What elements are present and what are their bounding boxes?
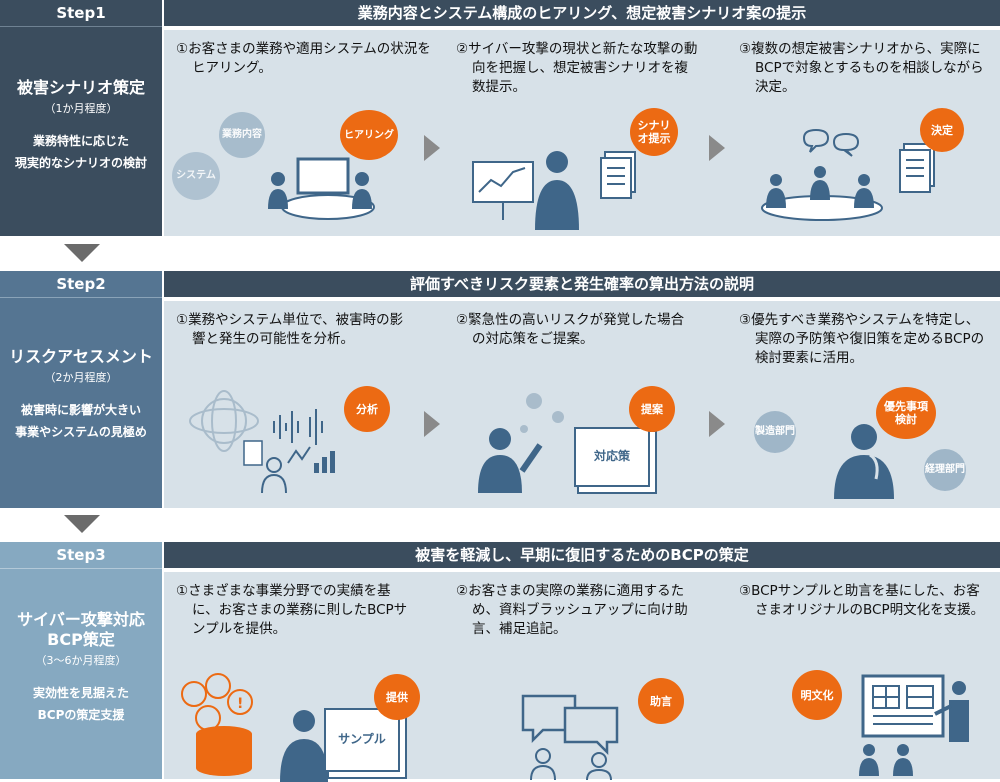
step2-desc-2: 事業やシステムの見極め (15, 425, 147, 439)
down-arrow-icon (64, 515, 100, 533)
advice-icon (521, 694, 619, 780)
presenter-icon (280, 710, 328, 782)
step1-content: 業務内容とシステム構成のヒアリング、想定被害シナリオ案の提示 ①お客さまの業務や… (164, 0, 1000, 236)
step3: Step3 サイバー攻撃対応 BCP策定 （3～6か月程度） 実効性を見据えた … (0, 542, 1000, 782)
step1-item-2-num: ② (456, 41, 469, 57)
step1-panel: ①お客さまの業務や適用システムの状況をヒアリング。 ②サイバー攻撃の現状と新たな… (164, 30, 1000, 236)
arrow-right-icon (709, 411, 725, 437)
step3-item-3-num: ③ (739, 583, 752, 599)
analysis-icon (189, 390, 335, 494)
board-taiousaku: 対応策 (574, 427, 650, 487)
discussion-icon (761, 128, 935, 221)
step3-label: Step3 (0, 542, 162, 569)
step2-item-1-text: 業務やシステム単位で、被害時の影響と発生の可能性を分析。 (188, 312, 404, 347)
step3-item-1: ①さまざまな事業分野での実績を基に、お客さまの業務に則したBCPサンプルを提供。 (176, 582, 416, 639)
badge-decide: 決定 (920, 108, 964, 152)
step1-header: 業務内容とシステム構成のヒアリング、想定被害シナリオ案の提示 (164, 0, 1000, 26)
step2: Step2 リスクアセスメント （2か月程度） 被害時に影響が大きい 事業やシス… (0, 271, 1000, 508)
step2-item-3: ③優先すべき業務やシステムを特定し、実際の予防策や復旧策を定めるBCPの検討要素… (739, 311, 989, 368)
step3-item-1-text: さまざまな事業分野での実績を基に、お客さまの業務に則したBCPサンプルを提供。 (188, 583, 408, 637)
step3-desc-1: 実効性を見据えた (32, 686, 129, 700)
step2-desc-1: 被害時に影響が大きい (20, 403, 141, 417)
step1-label: Step1 (0, 0, 162, 27)
step3-sidebar: Step3 サイバー攻撃対応 BCP策定 （3～6か月程度） 実効性を見据えた … (0, 542, 162, 779)
step3-item-1-num: ① (176, 583, 189, 599)
step1-item-2-text: サイバー攻撃の現状と新たな攻撃の動向を把握し、想定被害シナリオを複数提示。 (468, 41, 698, 95)
step1-desc-2: 現実的なシナリオの検討 (14, 156, 147, 170)
step3-desc-2: BCPの策定支援 (37, 708, 125, 722)
step2-sidebar: Step2 リスクアセスメント （2か月程度） 被害時に影響が大きい 事業やシス… (0, 271, 162, 508)
badge-priority: 優先事項検討 (876, 387, 936, 439)
arrow-right-icon (424, 135, 440, 161)
badge-advice: 助言 (638, 678, 684, 724)
step2-item-2-text: 緊急性の高いリスクが発覚した場合の対応策をご提案。 (468, 312, 685, 347)
bubble-keiri: 経理部門 (924, 449, 966, 491)
step2-item-2: ②緊急性の高いリスクが発覚した場合の対応策をご提案。 (456, 311, 696, 349)
step2-duration: （2か月程度） (44, 371, 118, 384)
step2-item-3-num: ③ (739, 312, 752, 328)
step2-item-3-text: 優先すべき業務やシステムを特定し、実際の予防策や復旧策を定めるBCPの検討要素に… (751, 312, 985, 366)
bubble-gyomu-naiyo: 業務内容 (219, 112, 265, 158)
step3-item-2-num: ② (456, 583, 469, 599)
step3-duration: （3～6か月程度） (35, 654, 127, 667)
step3-title-1: サイバー攻撃対応 (17, 610, 145, 629)
proposal-icon (478, 393, 564, 493)
step1-item-1-num: ① (176, 41, 189, 57)
step3-header: 被害を軽減し、早期に復旧するためのBCPの策定 (164, 542, 1000, 568)
meeting-icon (268, 157, 375, 220)
step1-desc-1: 業務特性に応じた (32, 134, 129, 148)
badge-hearing: ヒアリング (340, 110, 398, 160)
bubble-system: システム (172, 152, 220, 200)
step1-item-3-text: 複数の想定被害シナリオから、実際にBCPで対象とするものを相談しながら決定。 (751, 41, 984, 95)
svg-text:!: ! (237, 696, 243, 712)
arrow-right-icon (424, 411, 440, 437)
step2-item-2-num: ② (456, 312, 469, 328)
documentation-icon (859, 674, 969, 776)
step3-item-3: ③BCPサンプルと助言を基にした、お客さまオリジナルのBCP明文化を支援。 (739, 582, 989, 620)
step1-item-1: ①お客さまの業務や適用システムの状況をヒアリング。 (176, 40, 436, 78)
step3-item-2-text: お客さまの実際の業務に適用するため、資料ブラッシュアップに向け助言、補足追記。 (468, 583, 688, 637)
down-arrow-icon (64, 244, 100, 262)
badge-documentation: 明文化 (792, 670, 842, 720)
step3-panel: ①さまざまな事業分野での実績を基に、お客さまの業務に則したBCPサンプルを提供。… (164, 572, 1000, 782)
step3-content: 被害を軽減し、早期に復旧するためのBCPの策定 ①さまざまな事業分野での実績を基… (164, 542, 1000, 782)
step2-label: Step2 (0, 271, 162, 298)
badge-scenario: シナリオ提示 (630, 108, 678, 156)
thinking-person-icon (834, 424, 894, 499)
ideas-database-icon: ! (181, 673, 253, 776)
board-sample-label: サンプル (338, 732, 386, 746)
step2-content: 評価すべきリスク要素と発生確率の算出方法の説明 ①業務やシステム単位で、被害時の… (164, 271, 1000, 508)
step3-title-2: BCP策定 (47, 630, 115, 649)
step1-item-3-num: ③ (739, 41, 752, 57)
step2-item-1-num: ① (176, 312, 189, 328)
badge-provide: 提供 (374, 674, 420, 720)
step1-title: 被害シナリオ策定 (16, 78, 145, 97)
bubble-seizo: 製造部門 (754, 411, 796, 453)
step2-item-1: ①業務やシステム単位で、被害時の影響と発生の可能性を分析。 (176, 311, 416, 349)
step1-duration: （1か月程度） (44, 102, 118, 115)
step1-item-2: ②サイバー攻撃の現状と新たな攻撃の動向を把握し、想定被害シナリオを複数提示。 (456, 40, 701, 97)
board-sample: サンプル (324, 708, 400, 772)
step2-title: リスクアセスメント (9, 347, 153, 366)
step2-panel: ①業務やシステム単位で、被害時の影響と発生の可能性を分析。 ②緊急性の高いリスク… (164, 301, 1000, 508)
badge-analysis: 分析 (344, 386, 390, 432)
step2-header: 評価すべきリスク要素と発生確率の算出方法の説明 (164, 271, 1000, 297)
step1-item-3: ③複数の想定被害シナリオから、実際にBCPで対象とするものを相談しながら決定。 (739, 40, 989, 97)
step1-sidebar: Step1 被害シナリオ策定 （1か月程度） 業務特性に応じた 現実的なシナリオ… (0, 0, 162, 236)
step1-item-1-text: お客さまの業務や適用システムの状況をヒアリング。 (188, 41, 431, 76)
step1: Step1 被害シナリオ策定 （1か月程度） 業務特性に応じた 現実的なシナリオ… (0, 0, 1000, 236)
board-taiousaku-label: 対応策 (593, 449, 630, 463)
step3-item-3-text: BCPサンプルと助言を基にした、お客さまオリジナルのBCP明文化を支援。 (751, 583, 985, 618)
step3-item-2: ②お客さまの実際の業務に適用するため、資料ブラッシュアップに向け助言、補足追記。 (456, 582, 701, 639)
presenter-chart-icon (472, 151, 636, 230)
badge-proposal: 提案 (629, 386, 675, 432)
arrow-right-icon (709, 135, 725, 161)
